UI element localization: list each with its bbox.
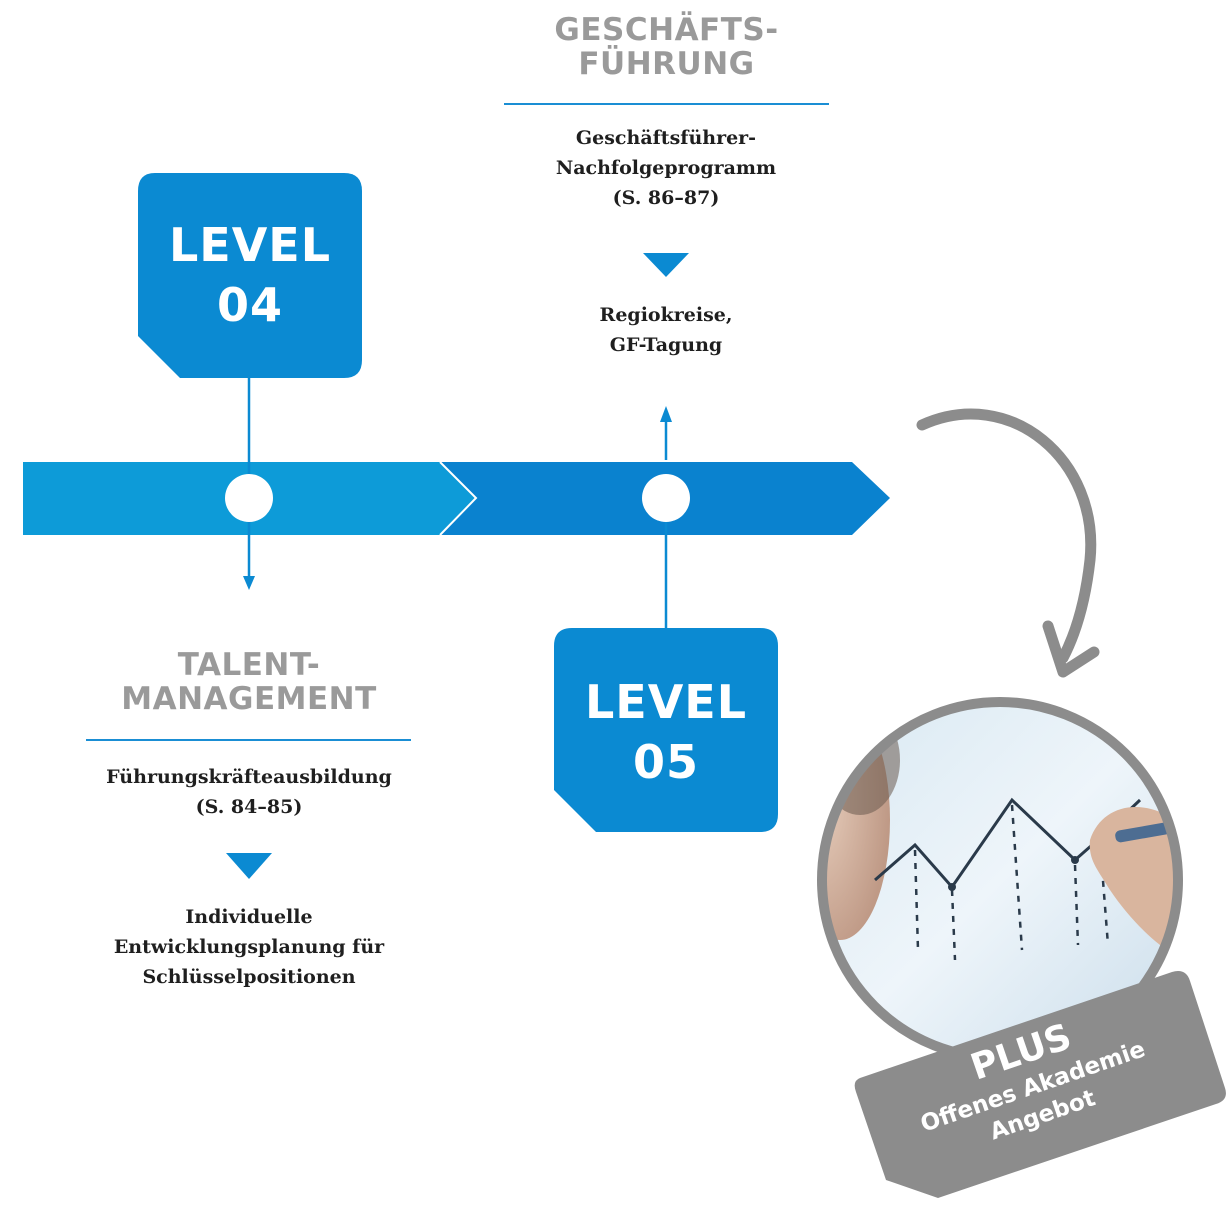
followup-line: Individuelle	[185, 906, 313, 928]
heading-geschaeftsfuehrung-line2: FÜHRUNG	[578, 46, 755, 82]
level04-line2: 04	[216, 278, 283, 332]
followup-line: Schlüsselpositionen	[142, 966, 356, 988]
curved-arrow-icon	[916, 408, 1100, 678]
program-geschaeftsfuehrer: Geschäftsführer- Nachfolgeprogramm (S. 8…	[480, 123, 852, 213]
level05-box	[554, 628, 778, 832]
program-fuehrungskraefte: Führungskräfteausbildung (S. 84–85)	[48, 762, 450, 822]
followup-line: GF-Tagung	[609, 334, 723, 356]
program-line: Führungskräfteausbildung	[106, 766, 392, 788]
program-line: (S. 84–85)	[195, 796, 303, 818]
heading-talentmanagement-line2: MANAGEMENT	[121, 681, 377, 717]
followup-talentmanagement: Individuelle Entwicklungsplanung für Sch…	[48, 902, 450, 992]
timeline-arrow	[23, 461, 890, 536]
triangle-down-icon	[226, 853, 272, 879]
level04-box	[138, 173, 362, 378]
arrowhead-up-icon	[660, 406, 672, 422]
program-line: Nachfolgeprogramm	[555, 157, 777, 179]
heading-geschaeftsfuehrung-line1: GESCHÄFTS-	[554, 12, 779, 48]
heading-geschaeftsfuehrung: GESCHÄFTS- FÜHRUNG	[504, 13, 829, 81]
program-line: (S. 86–87)	[612, 187, 720, 209]
followup-line: Entwicklungsplanung für	[113, 936, 385, 958]
heading-talentmanagement: TALENT- MANAGEMENT	[70, 648, 428, 716]
plus-badge	[854, 971, 1226, 1198]
level04-line1: LEVEL	[168, 218, 332, 272]
level05-label: LEVEL 05	[554, 672, 778, 792]
timeline-chevron-separator	[439, 461, 478, 536]
milestone-circle-level04	[225, 474, 273, 522]
level05-line2: 05	[632, 735, 699, 789]
arrowhead-down-icon	[243, 576, 255, 590]
level05-line1: LEVEL	[584, 675, 748, 729]
person-face	[822, 702, 890, 940]
followup-line: Regiokreise,	[599, 304, 733, 326]
triangle-down-icon	[643, 253, 689, 277]
hand	[1089, 807, 1178, 960]
program-line: Geschäftsführer-	[575, 127, 757, 149]
milestone-circle-level05	[642, 474, 690, 522]
level04-label: LEVEL 04	[138, 215, 362, 335]
followup-geschaeftsfuehrung: Regiokreise, GF-Tagung	[480, 300, 852, 360]
heading-talentmanagement-line1: TALENT-	[177, 647, 321, 683]
